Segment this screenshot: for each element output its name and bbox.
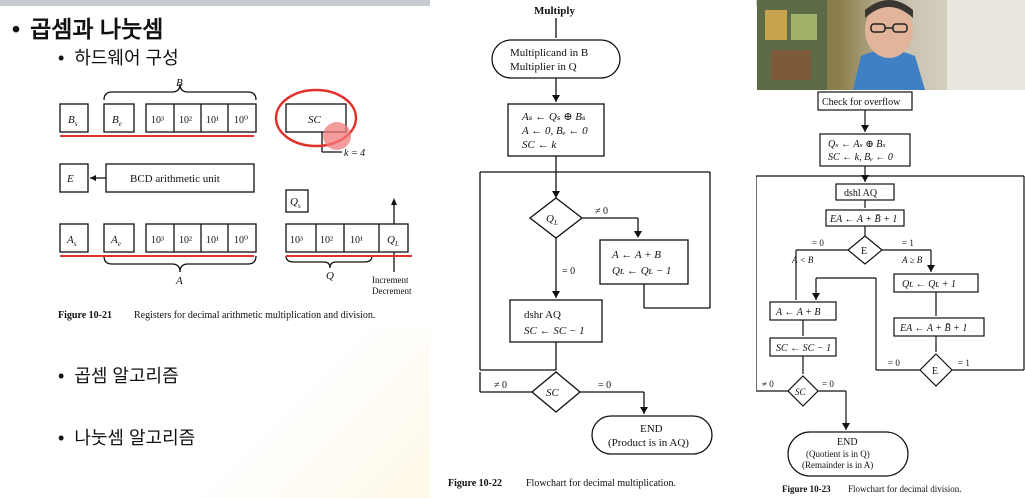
svg-text:As: As [66,234,77,248]
flow-op-text: SC ← SC − 1 [776,343,831,354]
figure-10-22: Multiply Multiplicand in B Multiplier in… [430,0,756,498]
flow-init-text: SC ← k [522,139,557,151]
decision-sc-label: SC [795,387,807,397]
digit-label: 10³ [151,115,164,126]
flow-op-text: A ← A + B [775,307,821,318]
bullet-division-text: 나눗셈 알고리즘 [74,428,196,448]
figure-caption-text: Registers for decimal arithmetic multipl… [134,310,375,321]
figure-caption-number: Figure 10-21 [58,310,112,321]
register-q-label: Q [326,270,334,282]
digit-label: 10² [179,115,192,126]
branch-label: ≠ 0 [494,380,507,391]
bullet-dot-icon: • [58,366,65,386]
flow-load-text: Multiplier in Q [510,61,577,73]
presenter-webcam [757,0,1025,90]
bullet-dot-icon: • [12,16,21,42]
flow-init-text: Qₛ ← Aₛ ⊕ Bₛ [828,139,886,150]
bullet-dot-icon: • [58,48,65,68]
branch-label: A ≥ B [901,255,923,265]
register-a-label: A [175,275,183,287]
bullet-hardware: • 하드웨어 구성 [58,44,179,70]
digit-label: 10³ [290,235,303,246]
cursor-pointer-icon [323,122,351,150]
branch-label: = 0 [822,379,834,389]
flow-op-text: A ← A + B [611,249,661,261]
svg-text:Qs: Qs [290,196,301,210]
flow-start-label: Multiply [534,5,575,17]
svg-text:Be: Be [112,114,122,128]
flow-sub-text: EA ← A + B̄ + 1 [899,322,967,334]
bullet-multiplication: • 곱셈 알고리즘 [58,362,179,388]
flow-init-text: A ← 0, Bₑ ← 0 [521,125,588,137]
svg-text:QL: QL [387,234,399,248]
figure-caption-text: Flowchart for decimal division. [848,484,961,494]
bullet-division: • 나눗셈 알고리즘 [58,424,195,450]
sc-highlight-circle [274,88,358,148]
bullet-multiplication-text: 곱셈 알고리즘 [74,366,179,386]
figure-10-22-drawing: Multiply Multiplicand in B Multiplier in… [448,5,713,489]
branch-label: = 1 [958,358,970,368]
figure-caption-number: Figure 10-23 [782,484,831,494]
branch-label: = 0 [598,380,611,391]
digit-label: 10¹ [206,115,219,126]
flow-shift-text: dshr AQ [524,309,561,321]
e-register-label: E [66,173,74,185]
figure-10-21: Bs Be B 10³ 10² 10¹ 10⁰ SC k = 4 E BCD a… [54,72,428,328]
flow-end-label: END [640,423,663,435]
flow-end-text: (Product is in AQ) [608,437,689,449]
increment-label: Increment [372,275,409,285]
flow-init-text: SC ← k, Bₑ ← 0 [828,152,893,163]
decision-e-label: E [861,246,867,257]
flow-op-text: Qʟ ← Qʟ − 1 [612,265,671,277]
flow-op-text: Qʟ ← Qʟ + 1 [902,279,956,290]
slide-title-text: 곱셈과 나눗셈 [30,16,164,42]
bullet-hardware-text: 하드웨어 구성 [74,48,179,68]
k-label: k = 4 [344,148,365,159]
flow-shift-text: dshl AQ [844,188,878,199]
branch-label: ≠ 0 [762,379,774,389]
branch-label: = 0 [812,238,824,248]
branch-label: = 0 [562,266,575,277]
decision-e-label: E [932,366,938,377]
sc-register-label: SC [308,114,322,126]
figure-10-23-drawing: Check for overflow Qₛ ← Aₛ ⊕ Bₛ SC ← k, … [755,91,1025,494]
flow-sub-text: EA ← A + B̄ + 1 [829,213,897,225]
digit-label: 10⁰ [234,235,248,246]
digit-label: 10⁰ [234,115,248,126]
branch-label: A < B [791,255,814,265]
svg-text:Ae: Ae [110,234,121,248]
bullet-dot-icon: • [58,428,65,448]
flow-end-label: END [837,437,858,448]
register-b-label: B [176,77,183,89]
figure-10-23: Check for overflow Qₛ ← Aₛ ⊕ Bₛ SC ← k, … [755,90,1025,498]
digit-label: 10¹ [206,235,219,246]
bcd-unit-label: BCD arithmetic unit [130,173,220,185]
decrement-label: Decrement [372,286,412,296]
slide-title: • 곱셈과 나눗셈 [12,10,163,44]
flow-end-text: (Quotient is in Q) [806,449,870,459]
digit-label: 10¹ [350,235,363,246]
branch-label: ≠ 0 [595,206,608,217]
branch-label: = 1 [902,238,914,248]
figure-10-21-drawing: Bs Be B 10³ 10² 10¹ 10⁰ SC k = 4 E BCD a… [58,77,412,321]
flow-shift-text: SC ← SC − 1 [524,325,585,337]
branch-label: = 0 [888,358,900,368]
flow-end-text: (Remainder is in A) [802,460,873,470]
decision-sc-label: SC [546,387,560,399]
presenter-video-icon [757,0,1025,90]
svg-text:QL: QL [546,213,558,227]
flow-init-text: Aₛ ← Qₛ ⊕ Bₛ [521,111,586,123]
svg-text:Bs: Bs [68,114,78,128]
digit-label: 10³ [151,235,164,246]
figure-caption-number: Figure 10-22 [448,478,502,489]
figure-caption-text: Flowchart for decimal multiplication. [526,478,676,489]
overflow-check-text: Check for overflow [822,97,901,108]
digit-label: 10² [320,235,333,246]
digit-label: 10² [179,235,192,246]
flow-load-text: Multiplicand in B [510,47,588,59]
